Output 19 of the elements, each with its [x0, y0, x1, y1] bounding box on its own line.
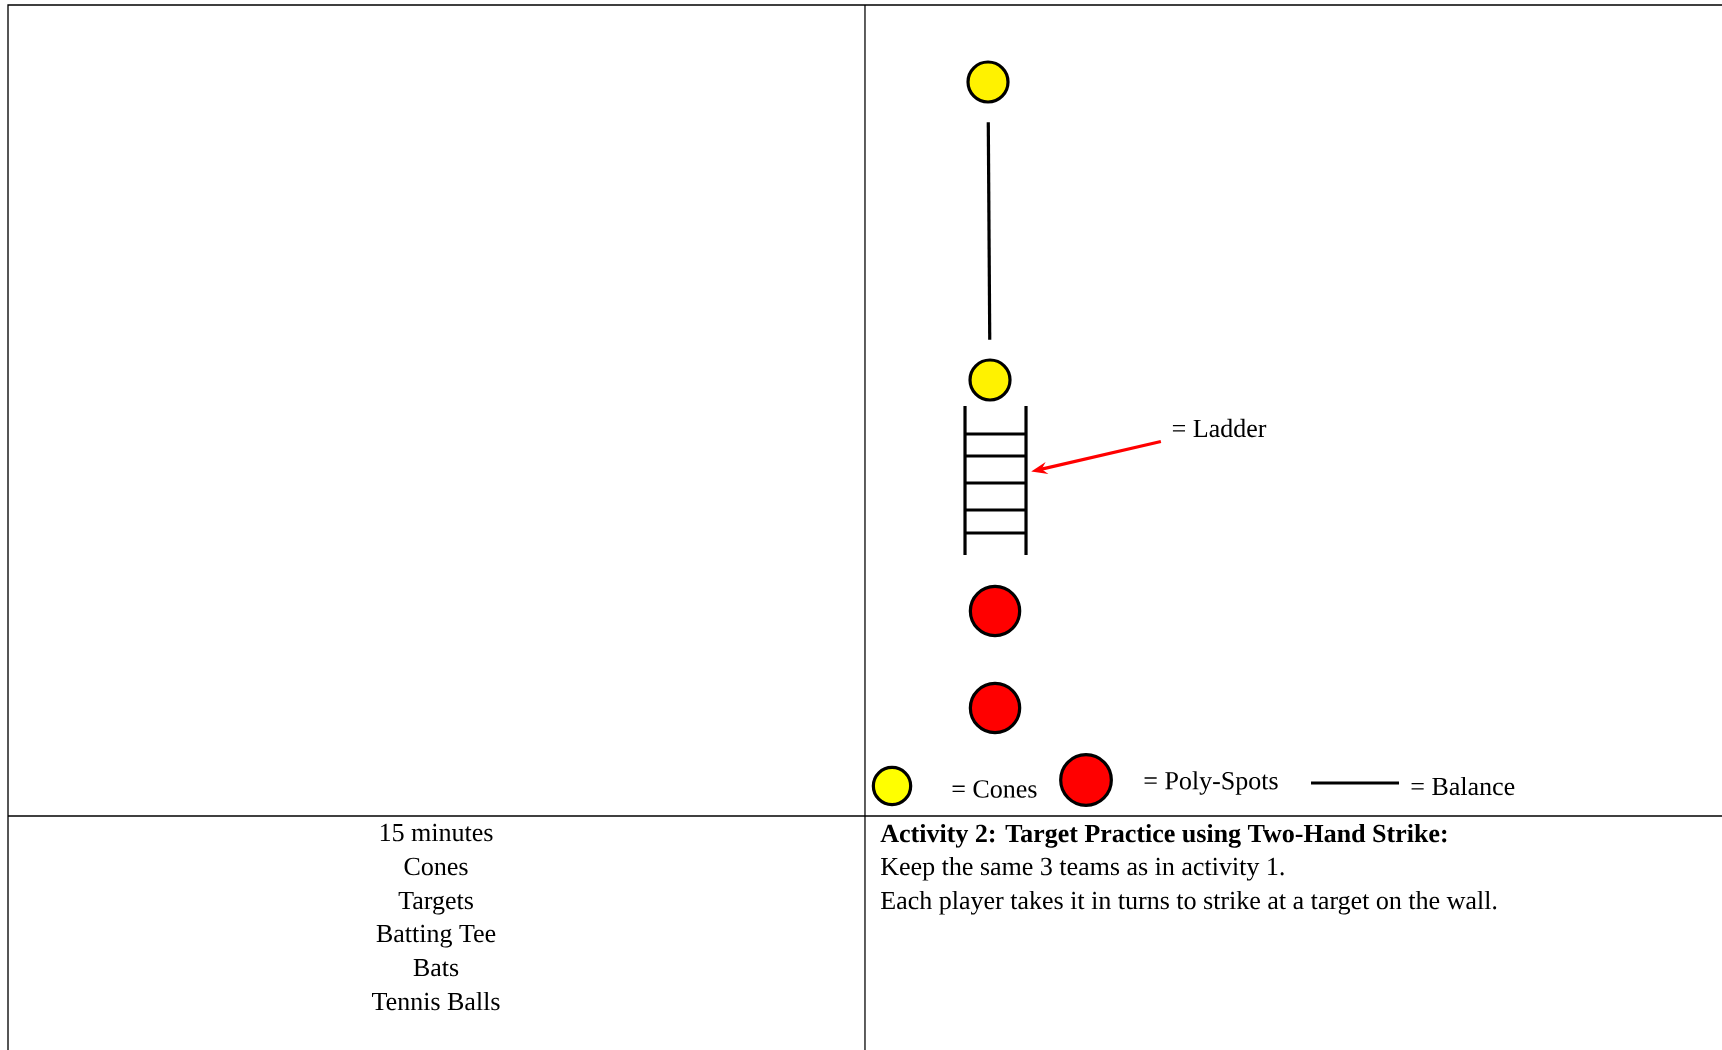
equipment-item: Batting Tee: [376, 924, 496, 948]
cone: [968, 358, 1012, 402]
instruction-text: Keep the same 3 teams as in activity 1.: [881, 857, 1284, 881]
ladder-drawing: [963, 406, 1028, 555]
poly-spot: [968, 584, 1022, 638]
legend-text: = Balance: [1411, 776, 1515, 796]
legend-text: = Cones: [952, 780, 1037, 798]
legend-text: = Poly-Spots: [1144, 771, 1278, 795]
poly-spot: [968, 681, 1022, 735]
equipment-item: 15 minutes: [380, 823, 493, 842]
legend-text: = Ladder: [1172, 418, 1267, 438]
balance-beam: [986, 122, 992, 340]
instruction-text: Each player takes it in turns to strike at a target on the wall.: [881, 891, 1497, 915]
equipment-item: Bats: [413, 959, 459, 977]
equipment-item: Tennis Balls: [372, 992, 500, 1011]
activity-heading: Activity 2: Target Practice using Two-Hand Strike:: [880, 824, 1447, 848]
equipment-item: Targets: [398, 892, 473, 915]
equipment-item: Cones: [404, 857, 468, 876]
cone: [966, 60, 1010, 104]
